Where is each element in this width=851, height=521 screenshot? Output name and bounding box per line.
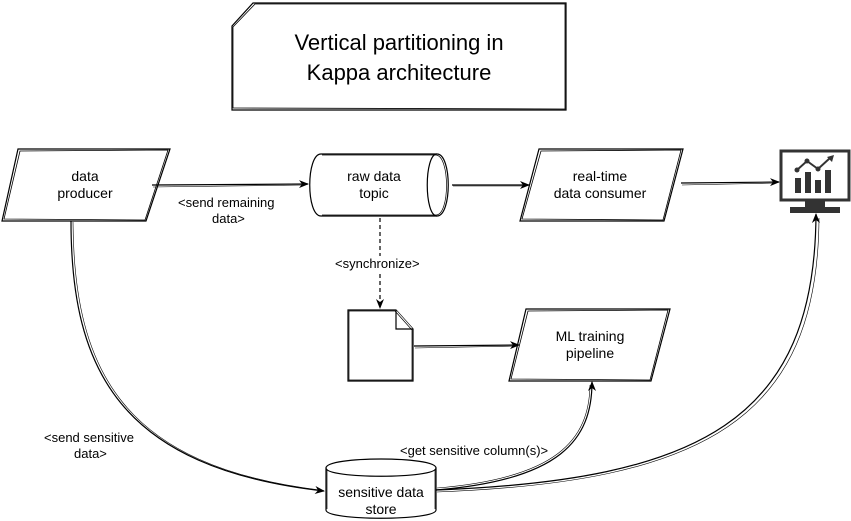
ml-pipeline-label: ML training pipeline xyxy=(515,328,665,362)
diagram-title: Vertical partitioning in Kappa architect… xyxy=(232,28,566,88)
sensitive-store-label-line-1: sensitive data xyxy=(338,484,424,500)
producer-label-line-2: producer xyxy=(57,185,113,201)
edge-consumer-to-monitor xyxy=(680,178,780,187)
raw-topic-label-line-2: topic xyxy=(359,185,389,201)
realtime-consumer-label-line-1: real-time xyxy=(572,168,628,184)
realtime-consumer-shape xyxy=(519,148,684,222)
document-icon xyxy=(347,309,414,382)
edge-topic-to-consumer xyxy=(452,181,530,189)
send-remaining-label: <send remaining data> xyxy=(178,195,298,227)
monitor-chart-icon xyxy=(779,149,851,213)
send-remaining-line-1: <send remaining xyxy=(178,195,275,210)
edge-store-to-monitor xyxy=(435,213,820,493)
send-sensitive-line-1: <send sensitive xyxy=(44,430,134,445)
raw-topic-label: raw data topic xyxy=(318,168,430,202)
ml-pipeline-label-line-1: ML training xyxy=(555,328,625,344)
sensitive-store-label: sensitive data store xyxy=(326,484,436,518)
edge-send-remaining xyxy=(151,180,309,189)
title-line-1: Vertical partitioning in xyxy=(294,30,504,55)
get-sensitive-text: <get sensitive column(s)> xyxy=(400,443,549,458)
get-sensitive-label: <get sensitive column(s)> xyxy=(400,443,570,459)
raw-topic-label-line-1: raw data xyxy=(347,168,401,184)
edge-send-sensitive xyxy=(70,220,325,494)
edge-document-to-ml xyxy=(413,341,520,350)
send-sensitive-line-2: data> xyxy=(74,446,107,461)
title-card xyxy=(231,2,567,111)
edge-get-sensitive xyxy=(435,381,596,491)
realtime-consumer-label: real-time data consumer xyxy=(525,168,675,202)
realtime-consumer-label-line-2: data consumer xyxy=(553,185,647,201)
producer-shape xyxy=(1,148,171,222)
send-remaining-line-2: data> xyxy=(212,211,245,226)
sensitive-store-shape xyxy=(325,458,437,519)
ml-pipeline-label-line-2: pipeline xyxy=(565,345,615,361)
producer-label: data producer xyxy=(20,168,150,202)
sensitive-store-label-line-2: store xyxy=(365,501,397,517)
raw-topic-shape xyxy=(309,153,449,217)
synchronize-text: <synchronize> xyxy=(335,256,420,271)
ml-pipeline-shape xyxy=(508,308,671,382)
send-sensitive-label: <send sensitive data> xyxy=(44,430,154,462)
synchronize-label: <synchronize> xyxy=(335,256,431,272)
producer-label-line-1: data xyxy=(71,168,99,184)
title-line-2: Kappa architecture xyxy=(306,60,492,85)
